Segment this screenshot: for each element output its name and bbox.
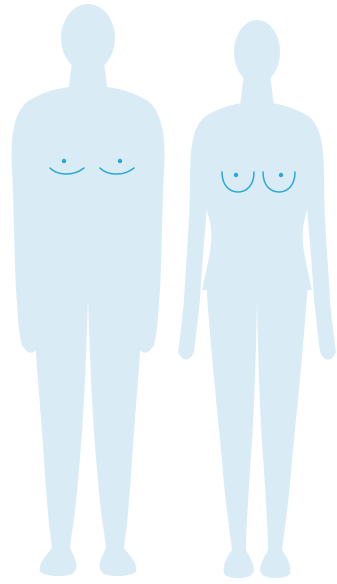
right-nipple-dot-icon (118, 159, 122, 163)
male-left-leg (32, 282, 88, 576)
female-neck (240, 74, 274, 106)
female-left-leg (206, 282, 257, 578)
male-right-leg (88, 282, 144, 576)
male-figure (12, 4, 165, 576)
female-right-arm (302, 116, 336, 360)
female-silhouette-icon (178, 20, 336, 578)
male-head (61, 4, 115, 72)
female-torso (196, 102, 318, 290)
left-nipple-dot-icon (62, 159, 66, 163)
female-figure (178, 20, 336, 578)
male-silhouette-icon (12, 4, 165, 576)
female-left-arm (178, 116, 212, 360)
right-breast-nipple-dot-icon (279, 173, 283, 177)
female-right-leg (257, 282, 308, 578)
left-breast-nipple-dot-icon (234, 173, 238, 177)
